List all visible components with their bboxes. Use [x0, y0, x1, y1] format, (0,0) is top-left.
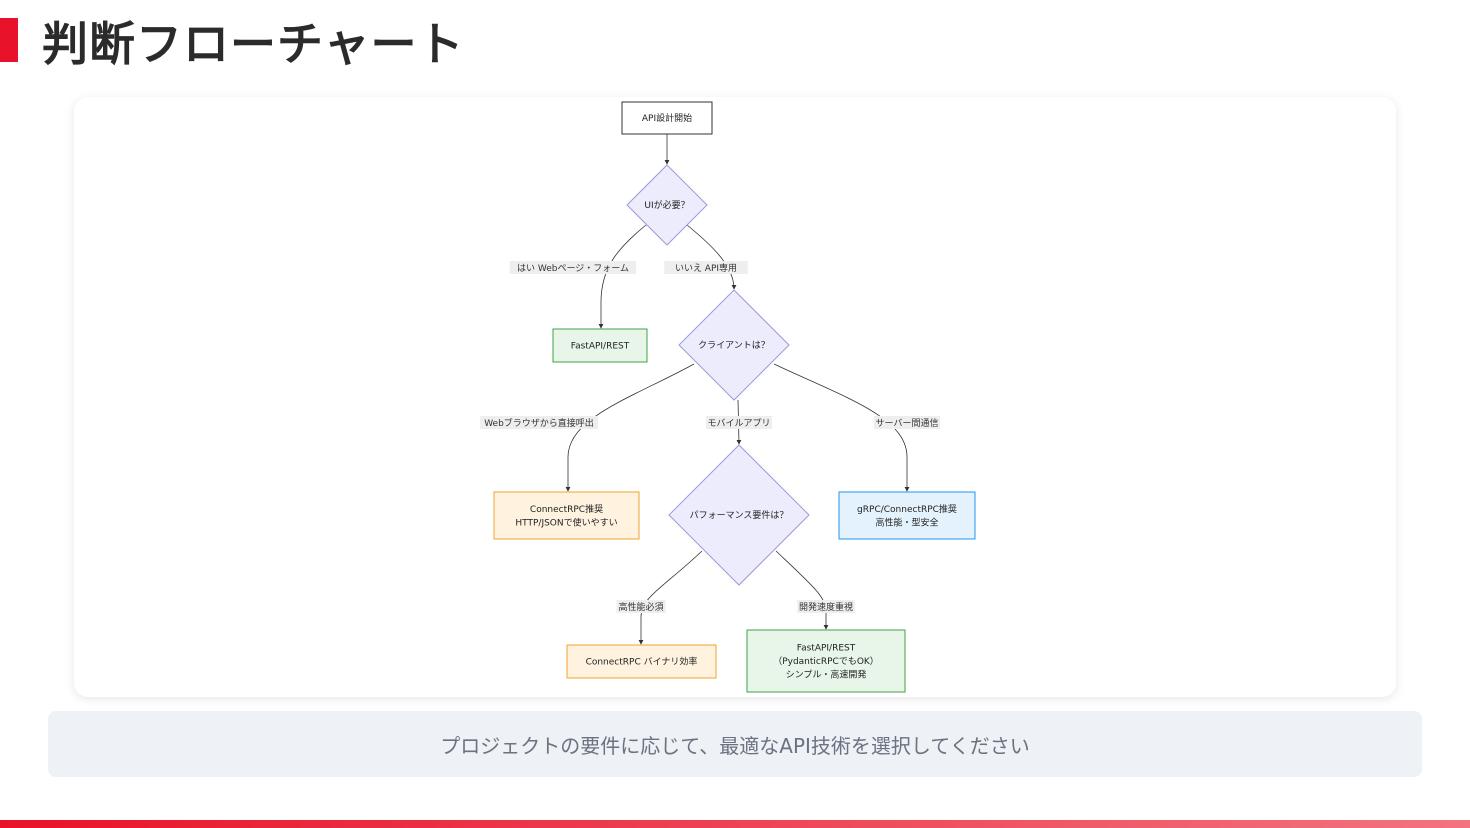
node-connect2 [566, 644, 717, 679]
flow-edge [773, 363, 910, 492]
node-label-connect1: HTTP/JSONで使いやすい [515, 516, 617, 528]
edge-label-high_perf: 高性能必須 [618, 601, 663, 613]
flow-edge [686, 224, 737, 290]
flow-edge [638, 550, 703, 645]
edge-label-bg [509, 261, 637, 274]
node-label-fastapi1: FastAPI/REST [571, 342, 630, 352]
node-label-connect2: ConnectRPC バイナリ効率 [586, 656, 698, 668]
flowchart-card: API設計開始 UIが必要？ FastAPI/REST クライアントは？ Connect… [74, 97, 1396, 697]
node-label-fastapi2: （PydanticRPCでもOK） [773, 656, 879, 667]
edge-label-mobile: モバイルアプリ [707, 418, 770, 429]
edge-label-bg [664, 261, 748, 274]
edge-label-yes_web: はい Webページ・フォーム [517, 263, 629, 274]
node-label-grpc: gRPC/ConnectRPC推奨 [857, 503, 957, 515]
bottom-accent-bar [0, 820, 1470, 828]
node-grpc [838, 491, 976, 540]
decision-client [678, 289, 790, 401]
node-label-start: API設計開始 [642, 112, 692, 124]
edge-label-bg [797, 600, 855, 613]
flowchart: API設計開始 UIが必要？ FastAPI/REST クライアントは？ Connect… [480, 101, 976, 693]
edge-label-bg [873, 416, 941, 429]
edge-label-browser: Webブラウザから直接呼出 [484, 417, 594, 429]
node-label-connect1: ConnectRPC推奨 [530, 503, 603, 515]
flow-edge [598, 224, 647, 329]
flow-edge [565, 363, 695, 492]
node-label-fastapi2: FastAPI/REST [797, 644, 856, 654]
node-connect1 [493, 491, 640, 540]
edge-label-no_api: いいえ API専用 [675, 262, 737, 274]
decision-ui [626, 164, 708, 246]
node-fastapi1 [552, 328, 648, 363]
edge-label-dev_speed: 開発速度重視 [799, 601, 853, 613]
flow-edge [775, 550, 829, 630]
node-label-client: クライアントは？ [698, 340, 770, 351]
decision-perf [668, 444, 810, 586]
edge-label-bg [705, 416, 773, 429]
node-fastapi2 [746, 629, 906, 693]
node-label-ui: UIが必要？ [644, 199, 689, 211]
node-label-grpc: 高性能・型安全 [875, 516, 938, 528]
footer-note: プロジェクトの要件に応じて、最適なAPI技術を選択してください [48, 711, 1422, 777]
title-accent-bar [0, 18, 18, 62]
node-start [621, 101, 713, 135]
node-label-fastapi2: シンプル・高速開発 [786, 669, 867, 681]
edge-label-bg [480, 416, 598, 429]
node-label-perf: パフォーマンス要件は？ [690, 509, 789, 521]
edge-label-bg [616, 600, 666, 613]
page-title: 判断フローチャート [42, 17, 465, 71]
edge-label-server: サーバー間通信 [876, 417, 939, 429]
